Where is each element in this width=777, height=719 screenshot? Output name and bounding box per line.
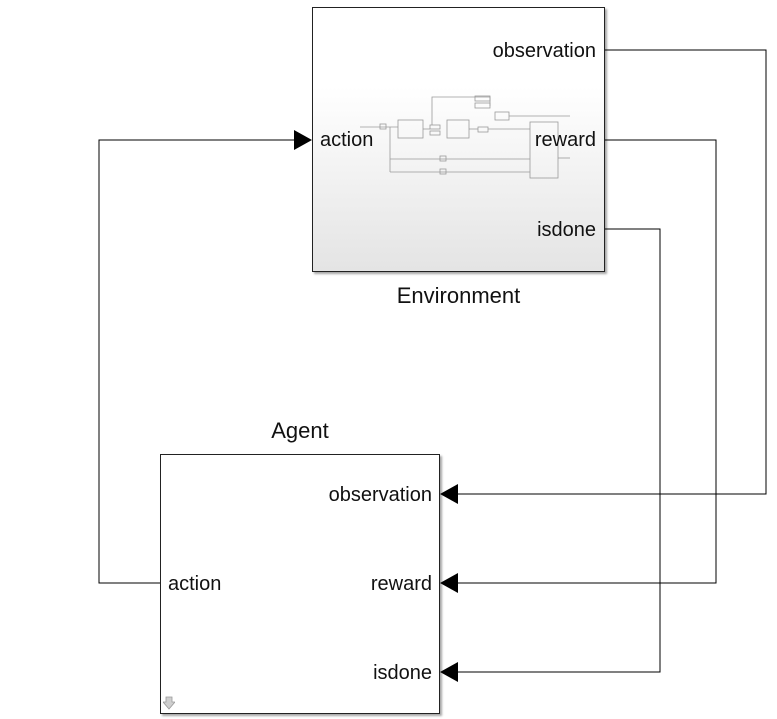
signal-line-action[interactable] [98, 139, 294, 584]
signal-line-reward[interactable] [458, 139, 717, 584]
env-port-reward[interactable]: reward [534, 129, 596, 151]
environment-block[interactable] [312, 7, 605, 272]
agent-block-title[interactable]: Agent [271, 418, 329, 443]
agent-port-action[interactable]: action [168, 573, 222, 595]
env-port-isdone[interactable]: isdone [537, 219, 596, 241]
signal-line-isdone[interactable] [458, 228, 661, 673]
down-arrow-icon[interactable] [163, 696, 175, 710]
agent-port-reward[interactable]: reward [370, 573, 432, 595]
arrowhead-agent-observation [440, 484, 458, 504]
agent-block[interactable] [160, 454, 440, 714]
arrowhead-agent-reward [440, 573, 458, 593]
agent-port-observation[interactable]: observation [328, 484, 432, 506]
agent-port-isdone[interactable]: isdone [373, 662, 432, 684]
signal-line-observation[interactable] [458, 49, 767, 495]
environment-block-title[interactable]: Environment [396, 283, 521, 308]
env-port-observation[interactable]: observation [492, 40, 596, 62]
model-preview-icon [360, 95, 570, 179]
arrowhead-env-action [294, 130, 312, 150]
arrowhead-agent-isdone [440, 662, 458, 682]
env-port-action[interactable]: action [320, 129, 374, 151]
